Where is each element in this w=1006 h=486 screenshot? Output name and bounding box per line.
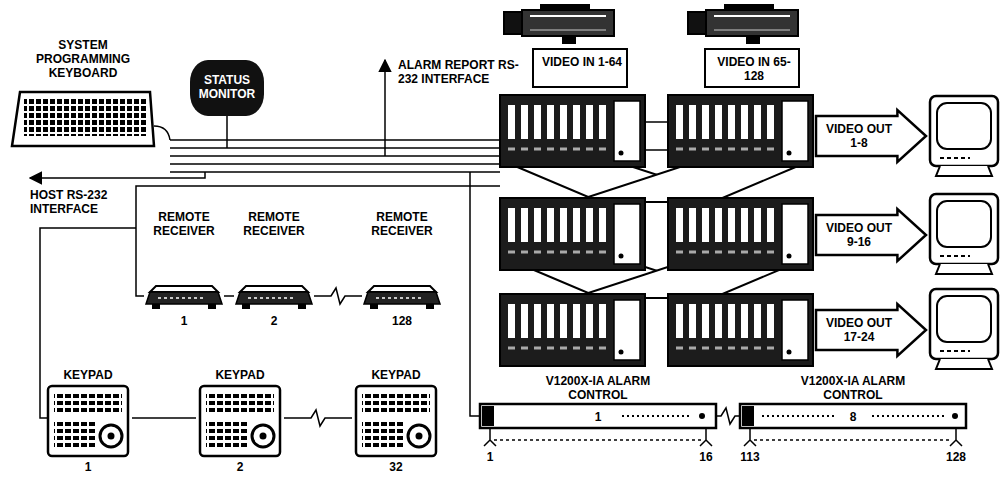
output-arrow: VIDEO OUT 1-8 bbox=[816, 110, 926, 162]
node-label: VIDEO IN 1-64 bbox=[540, 55, 624, 69]
input-terminal bbox=[484, 428, 496, 446]
camera-symbol bbox=[688, 4, 798, 44]
video-monitor bbox=[930, 194, 998, 274]
input-terminal bbox=[700, 428, 712, 446]
wire bbox=[154, 126, 170, 140]
arrow-outline bbox=[816, 209, 926, 261]
device-node: KEYPAD 32 bbox=[352, 368, 440, 476]
device-node: REMOTE RECEIVER 2 bbox=[234, 210, 314, 328]
bus-wires bbox=[30, 60, 668, 418]
matrix-rack bbox=[668, 95, 813, 167]
wire bbox=[645, 149, 668, 151]
matrix-rack bbox=[668, 294, 813, 366]
unit-number: 2 bbox=[220, 460, 260, 474]
node-label: REMOTE RECEIVER bbox=[234, 210, 314, 238]
node-label: V1200X-IA ALARM CONTROL bbox=[528, 374, 668, 402]
alarm-report-arrow bbox=[384, 60, 386, 156]
unit-number: 1 bbox=[578, 410, 618, 424]
node-label: REMOTE RECEIVER bbox=[144, 210, 224, 238]
input-number: 128 bbox=[941, 450, 971, 464]
keypad-symbol bbox=[48, 386, 128, 456]
input-range bbox=[494, 439, 702, 441]
input-box: VIDEO IN 65-128 bbox=[704, 48, 800, 88]
interface-label: ALARM REPORT RS-232 INTERFACE bbox=[398, 58, 523, 86]
unit-number: 1 bbox=[164, 314, 204, 328]
matrix-rack bbox=[500, 95, 645, 167]
output-arrow: VIDEO OUT 9-16 bbox=[816, 209, 926, 261]
matrix-rack bbox=[500, 294, 645, 366]
host-arrow bbox=[30, 172, 205, 178]
device-node: KEYPAD 2 bbox=[196, 368, 284, 476]
chain-cable bbox=[132, 417, 196, 419]
node-label: STATUS MONITOR bbox=[193, 73, 261, 101]
wire bbox=[170, 163, 500, 165]
keyboard-symbol bbox=[12, 92, 154, 146]
matrix-rack bbox=[500, 198, 645, 270]
arrow-outline bbox=[816, 304, 926, 356]
unit-number: 128 bbox=[382, 314, 422, 328]
device-node: REMOTE RECEIVER 1 bbox=[144, 210, 224, 328]
input-number: 1 bbox=[478, 450, 502, 464]
alarm-control-unit bbox=[480, 404, 966, 428]
wire bbox=[170, 155, 500, 157]
transfer-arrow bbox=[573, 166, 798, 202]
keypad-symbol bbox=[356, 386, 436, 456]
node-label: VIDEO OUT 9-16 bbox=[822, 221, 896, 249]
unit-number: 32 bbox=[376, 460, 416, 474]
node-label: REMOTE RECEIVER bbox=[362, 210, 442, 238]
device-node: REMOTE RECEIVER 128 bbox=[362, 210, 442, 328]
arrow-outline bbox=[816, 110, 926, 162]
device-node: V1200X-IA ALARM CONTROL 8 bbox=[740, 372, 966, 430]
wire bbox=[170, 147, 500, 149]
output-arrow: VIDEO OUT 17-24 bbox=[816, 304, 926, 356]
device-node: SYSTEM PROGRAMMING KEYBOARD bbox=[8, 36, 158, 88]
node-label: VIDEO OUT 1-8 bbox=[822, 122, 896, 150]
node-label: KEYPAD bbox=[200, 368, 280, 382]
alarm-inputs bbox=[484, 428, 962, 446]
chain-cable bbox=[716, 408, 740, 424]
node-label: V1200X-IA ALARM CONTROL bbox=[783, 374, 923, 402]
receiver-symbol bbox=[146, 286, 222, 309]
wire bbox=[470, 172, 480, 416]
device-node: KEYPAD 1 bbox=[44, 368, 132, 476]
receiver-symbol bbox=[364, 286, 440, 309]
interface-label: HOST RS-232 INTERFACE bbox=[30, 188, 130, 216]
input-terminal bbox=[744, 428, 756, 446]
node-label: SYSTEM PROGRAMMING KEYBOARD bbox=[28, 38, 138, 80]
node-label: VIDEO OUT 17-24 bbox=[822, 316, 896, 344]
input-range bbox=[754, 439, 952, 441]
chain-cable bbox=[284, 410, 352, 426]
status-monitor: STATUS MONITOR bbox=[190, 60, 264, 116]
unit-number: 8 bbox=[833, 410, 873, 424]
unit-number: 2 bbox=[254, 314, 294, 328]
camera-symbol bbox=[504, 4, 614, 44]
input-box: VIDEO IN 1-64 bbox=[532, 48, 628, 88]
wire bbox=[170, 171, 500, 173]
receiver-symbol bbox=[236, 286, 312, 309]
keypad-symbol bbox=[200, 386, 280, 456]
chain-cable bbox=[224, 295, 234, 297]
chain-cable bbox=[314, 288, 362, 304]
node-label: KEYPAD bbox=[48, 368, 128, 382]
matrix-rack bbox=[668, 198, 813, 270]
video-monitor bbox=[930, 289, 998, 369]
wire bbox=[136, 186, 500, 296]
unit-number: 1 bbox=[68, 460, 108, 474]
node-label: KEYPAD bbox=[356, 368, 436, 382]
wire bbox=[645, 121, 668, 123]
wire bbox=[170, 139, 500, 141]
input-terminal bbox=[950, 428, 962, 446]
node-label: VIDEO IN 65-128 bbox=[712, 55, 796, 83]
wire bbox=[226, 116, 228, 148]
video-monitor bbox=[930, 96, 998, 176]
input-number: 16 bbox=[694, 450, 718, 464]
device-node: V1200X-IA ALARM CONTROL 1 bbox=[480, 372, 716, 430]
input-number: 113 bbox=[735, 450, 765, 464]
